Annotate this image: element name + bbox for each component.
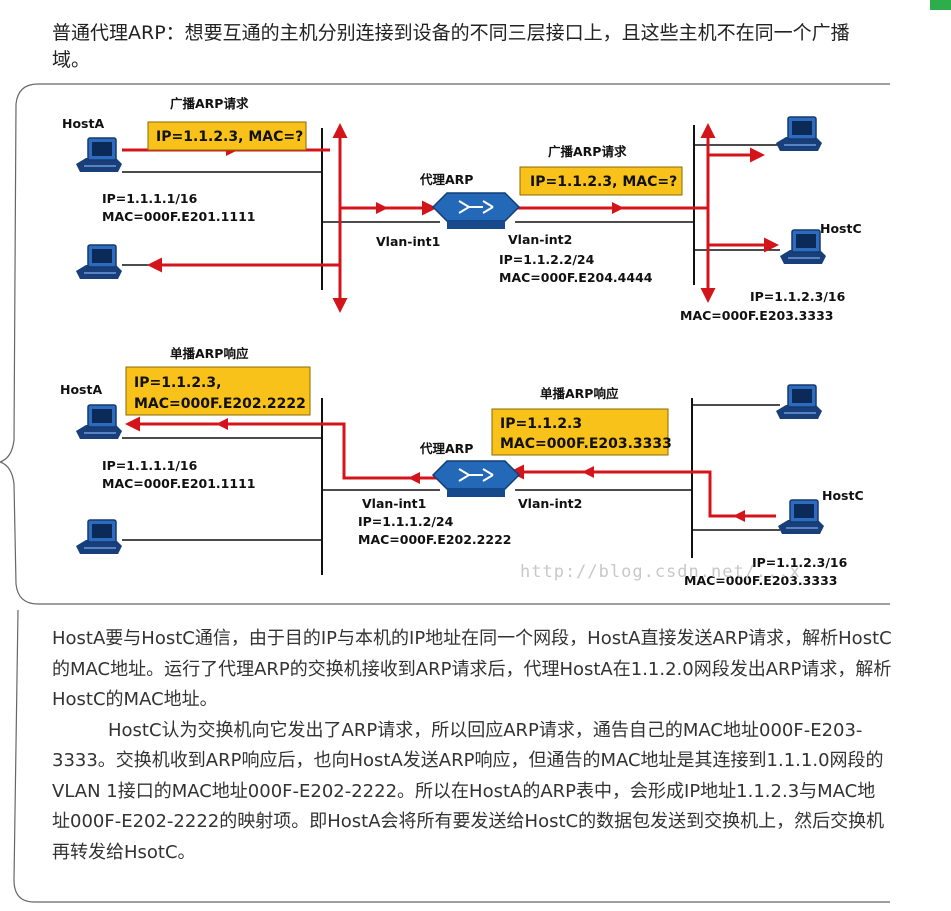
switch-icon bbox=[432, 192, 520, 230]
paragraph-2: HostC认为交换机向它发出了ARP请求，所以回应ARP请求，通告自己的MAC地… bbox=[52, 719, 885, 863]
hostA-label-bottom: HostA bbox=[60, 382, 102, 397]
paragraph-1: HostA要与HostC通信，由于目的IP与本机的IP地址在同一个网段，Host… bbox=[52, 628, 892, 710]
arp-request-left: IP=1.1.2.3, MAC=? bbox=[156, 129, 303, 145]
pc-icon bbox=[777, 499, 825, 535]
intro-text: 普通代理ARP：想要互通的主机分别连接到设备的不同三层接口上，且这些主机不在同一… bbox=[52, 22, 850, 71]
unicast-label-right: 单播ARP响应 bbox=[540, 386, 619, 401]
arp-request-right: IP=1.1.2.3, MAC=? bbox=[530, 174, 677, 190]
explanation-text: HostA要与HostC通信，由于目的IP与本机的IP地址在同一个网段，Host… bbox=[52, 624, 892, 868]
vlan2-mac: MAC=000F.E204.4444 bbox=[499, 270, 653, 285]
vlan1-ip: IP=1.1.1.2/24 bbox=[358, 514, 454, 529]
pc-icon bbox=[75, 519, 123, 555]
hostA-ip: IP=1.1.1.1/16 bbox=[102, 191, 198, 206]
proxy-arp-label: 代理ARP bbox=[419, 172, 473, 187]
vlan-int1-label-bottom: Vlan-int1 bbox=[362, 496, 426, 511]
arp-reply-left-mac: MAC=000F.E202.2222 bbox=[134, 396, 306, 412]
bcast-label-right: 广播ARP请求 bbox=[548, 144, 627, 159]
proxy-arp-label-bottom: 代理ARP bbox=[419, 441, 473, 456]
hostC-label: HostC bbox=[820, 221, 862, 236]
vlan1-mac: MAC=000F.E202.2222 bbox=[358, 532, 511, 547]
hostA-ip-bottom: IP=1.1.1.1/16 bbox=[102, 458, 198, 473]
bcast-label-left: 广播ARP请求 bbox=[170, 96, 249, 111]
hostC-ip-bottom: IP=1.1.2.3/16 bbox=[752, 555, 848, 570]
arp-reply-right-mac: MAC=000F.E203.3333 bbox=[500, 436, 672, 452]
vlan-int2-label-bottom: Vlan-int2 bbox=[518, 496, 582, 511]
vlan2-ip: IP=1.1.2.2/24 bbox=[499, 252, 595, 267]
unicast-label-left: 单播ARP响应 bbox=[170, 346, 249, 361]
pc-icon bbox=[775, 116, 823, 152]
hostC-label-bottom: HostC bbox=[822, 488, 864, 503]
pc-icon bbox=[75, 244, 123, 280]
corner-mark bbox=[930, 0, 951, 10]
vlan-int1-label: Vlan-int1 bbox=[376, 234, 440, 249]
hostC-mac-bottom: MAC=000F.E203.3333 bbox=[684, 573, 837, 588]
hostC-mac: MAC=000F.E203.3333 bbox=[680, 308, 833, 323]
hostA-mac-bottom: MAC=000F.E201.1111 bbox=[102, 476, 255, 491]
arp-reply-left-ip: IP=1.1.2.3, bbox=[134, 375, 221, 391]
vlan-int2-label: Vlan-int2 bbox=[508, 232, 572, 247]
switch-icon bbox=[432, 460, 520, 498]
pc-icon bbox=[75, 137, 123, 173]
arp-reply-right-ip: IP=1.1.2.3 bbox=[500, 416, 582, 432]
pc-icon bbox=[775, 384, 823, 420]
watermark-url: http://blog.csdn.net/...x bbox=[520, 562, 801, 582]
pc-icon bbox=[75, 404, 123, 440]
outline-bottom bbox=[13, 609, 890, 903]
outline-brace bbox=[0, 83, 890, 605]
hostA-mac: MAC=000F.E201.1111 bbox=[102, 209, 255, 224]
hostA-label: HostA bbox=[62, 116, 104, 131]
hostC-ip: IP=1.1.2.3/16 bbox=[750, 289, 846, 304]
